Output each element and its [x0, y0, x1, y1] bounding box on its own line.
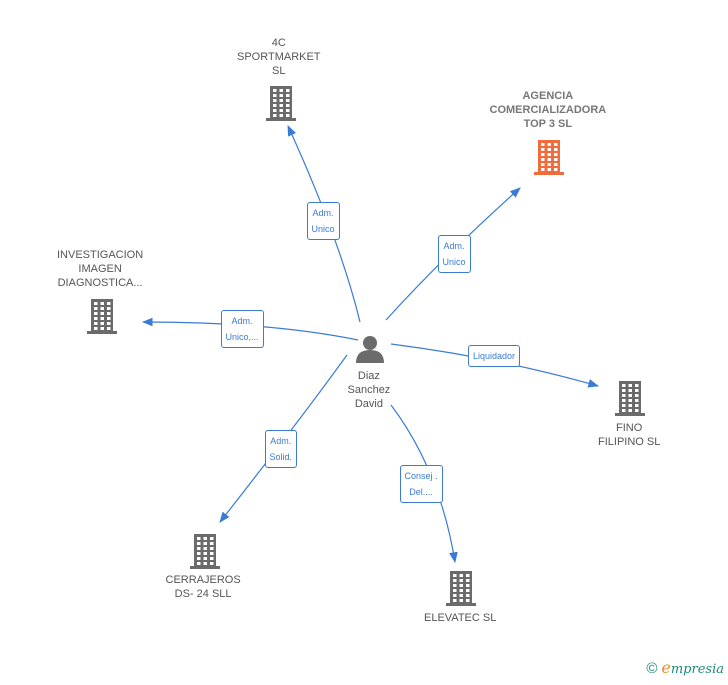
person-icon[interactable]: [356, 336, 384, 363]
edge-cerrajeros: [219, 354, 348, 523]
node-label-line: Diaz: [357, 370, 380, 382]
edge-label-line: Unico,...: [225, 332, 259, 342]
edge-label-line: Adm.: [231, 316, 253, 326]
edge-label-line: Liquidador: [473, 351, 516, 361]
node-label-line: CERRAJEROS: [165, 574, 241, 586]
node-label-line: DS- 24 SLL: [174, 588, 232, 600]
node-label-line: COMERCIALIZADORA: [489, 104, 607, 116]
node-label-line: IMAGEN: [78, 263, 122, 275]
company-label-elevatec[interactable]: ELEVATEC SL: [424, 611, 496, 625]
building-icon-sportmarket[interactable]: [266, 86, 296, 121]
node-label-line: SL: [272, 65, 286, 77]
company-label-sportmarket[interactable]: 4C SPORTMARKET SL: [237, 36, 321, 78]
edge-label-line: Adm.: [312, 208, 334, 218]
edge-label-fino[interactable]: Liquidador: [468, 345, 521, 367]
node-label-line: AGENCIA: [522, 90, 574, 102]
building-icon-cerrajeros[interactable]: [190, 534, 220, 569]
edge-label-line: Unico: [311, 224, 335, 234]
edge-label-sportmarket[interactable]: Adm. Unico: [306, 202, 340, 240]
edge-label-line: Unico: [442, 257, 466, 267]
company-label-cerrajeros[interactable]: CERRAJEROS DS- 24 SLL: [166, 573, 241, 601]
edge-label-elevatec[interactable]: Consej . Del....: [399, 465, 443, 503]
edge-label-line: Del....: [409, 487, 433, 497]
brand-logo-e: e: [661, 658, 671, 677]
building-icon-fino[interactable]: [615, 381, 645, 416]
copyright-symbol: ©: [646, 660, 658, 677]
company-label-investigacion[interactable]: INVESTIGACION IMAGEN DIAGNOSTICA...: [57, 248, 143, 290]
edge-label-line: Adm.: [443, 241, 465, 251]
building-icon-agencia[interactable]: [534, 140, 564, 175]
edge-label-line: Solid.: [269, 452, 293, 462]
node-label-line: SPORTMARKET: [237, 51, 321, 63]
edge-label-line: Adm.: [270, 436, 292, 446]
node-label-line: INVESTIGACION: [57, 249, 144, 261]
empresia-watermark: ©empresia: [646, 658, 724, 677]
edge-label-cerrajeros[interactable]: Adm. Solid.: [264, 430, 298, 468]
node-label-line: TOP 3 SL: [523, 118, 573, 130]
node-label-line: Sanchez: [347, 384, 391, 396]
node-label-line: DIAGNOSTICA...: [57, 277, 143, 289]
node-label-line: David: [354, 398, 383, 410]
brand-logo-text: mpresia: [670, 662, 724, 677]
node-label-line: FILIPINO SL: [598, 436, 661, 448]
node-label-line: ELEVATEC SL: [424, 612, 497, 624]
company-label-fino[interactable]: FINO FILIPINO SL: [598, 421, 660, 449]
building-icon-investigacion[interactable]: [87, 299, 117, 334]
company-label-agencia[interactable]: AGENCIA COMERCIALIZADORA TOP 3 SL: [490, 89, 607, 131]
building-icon-elevatec[interactable]: [446, 571, 476, 606]
edge-label-investigacion[interactable]: Adm. Unico,...: [220, 310, 264, 348]
node-label-line: FINO: [616, 422, 643, 434]
edge-label-agencia[interactable]: Adm. Unico: [437, 235, 471, 273]
node-label-line: 4C: [271, 37, 286, 49]
edge-label-line: Consej .: [404, 471, 438, 481]
